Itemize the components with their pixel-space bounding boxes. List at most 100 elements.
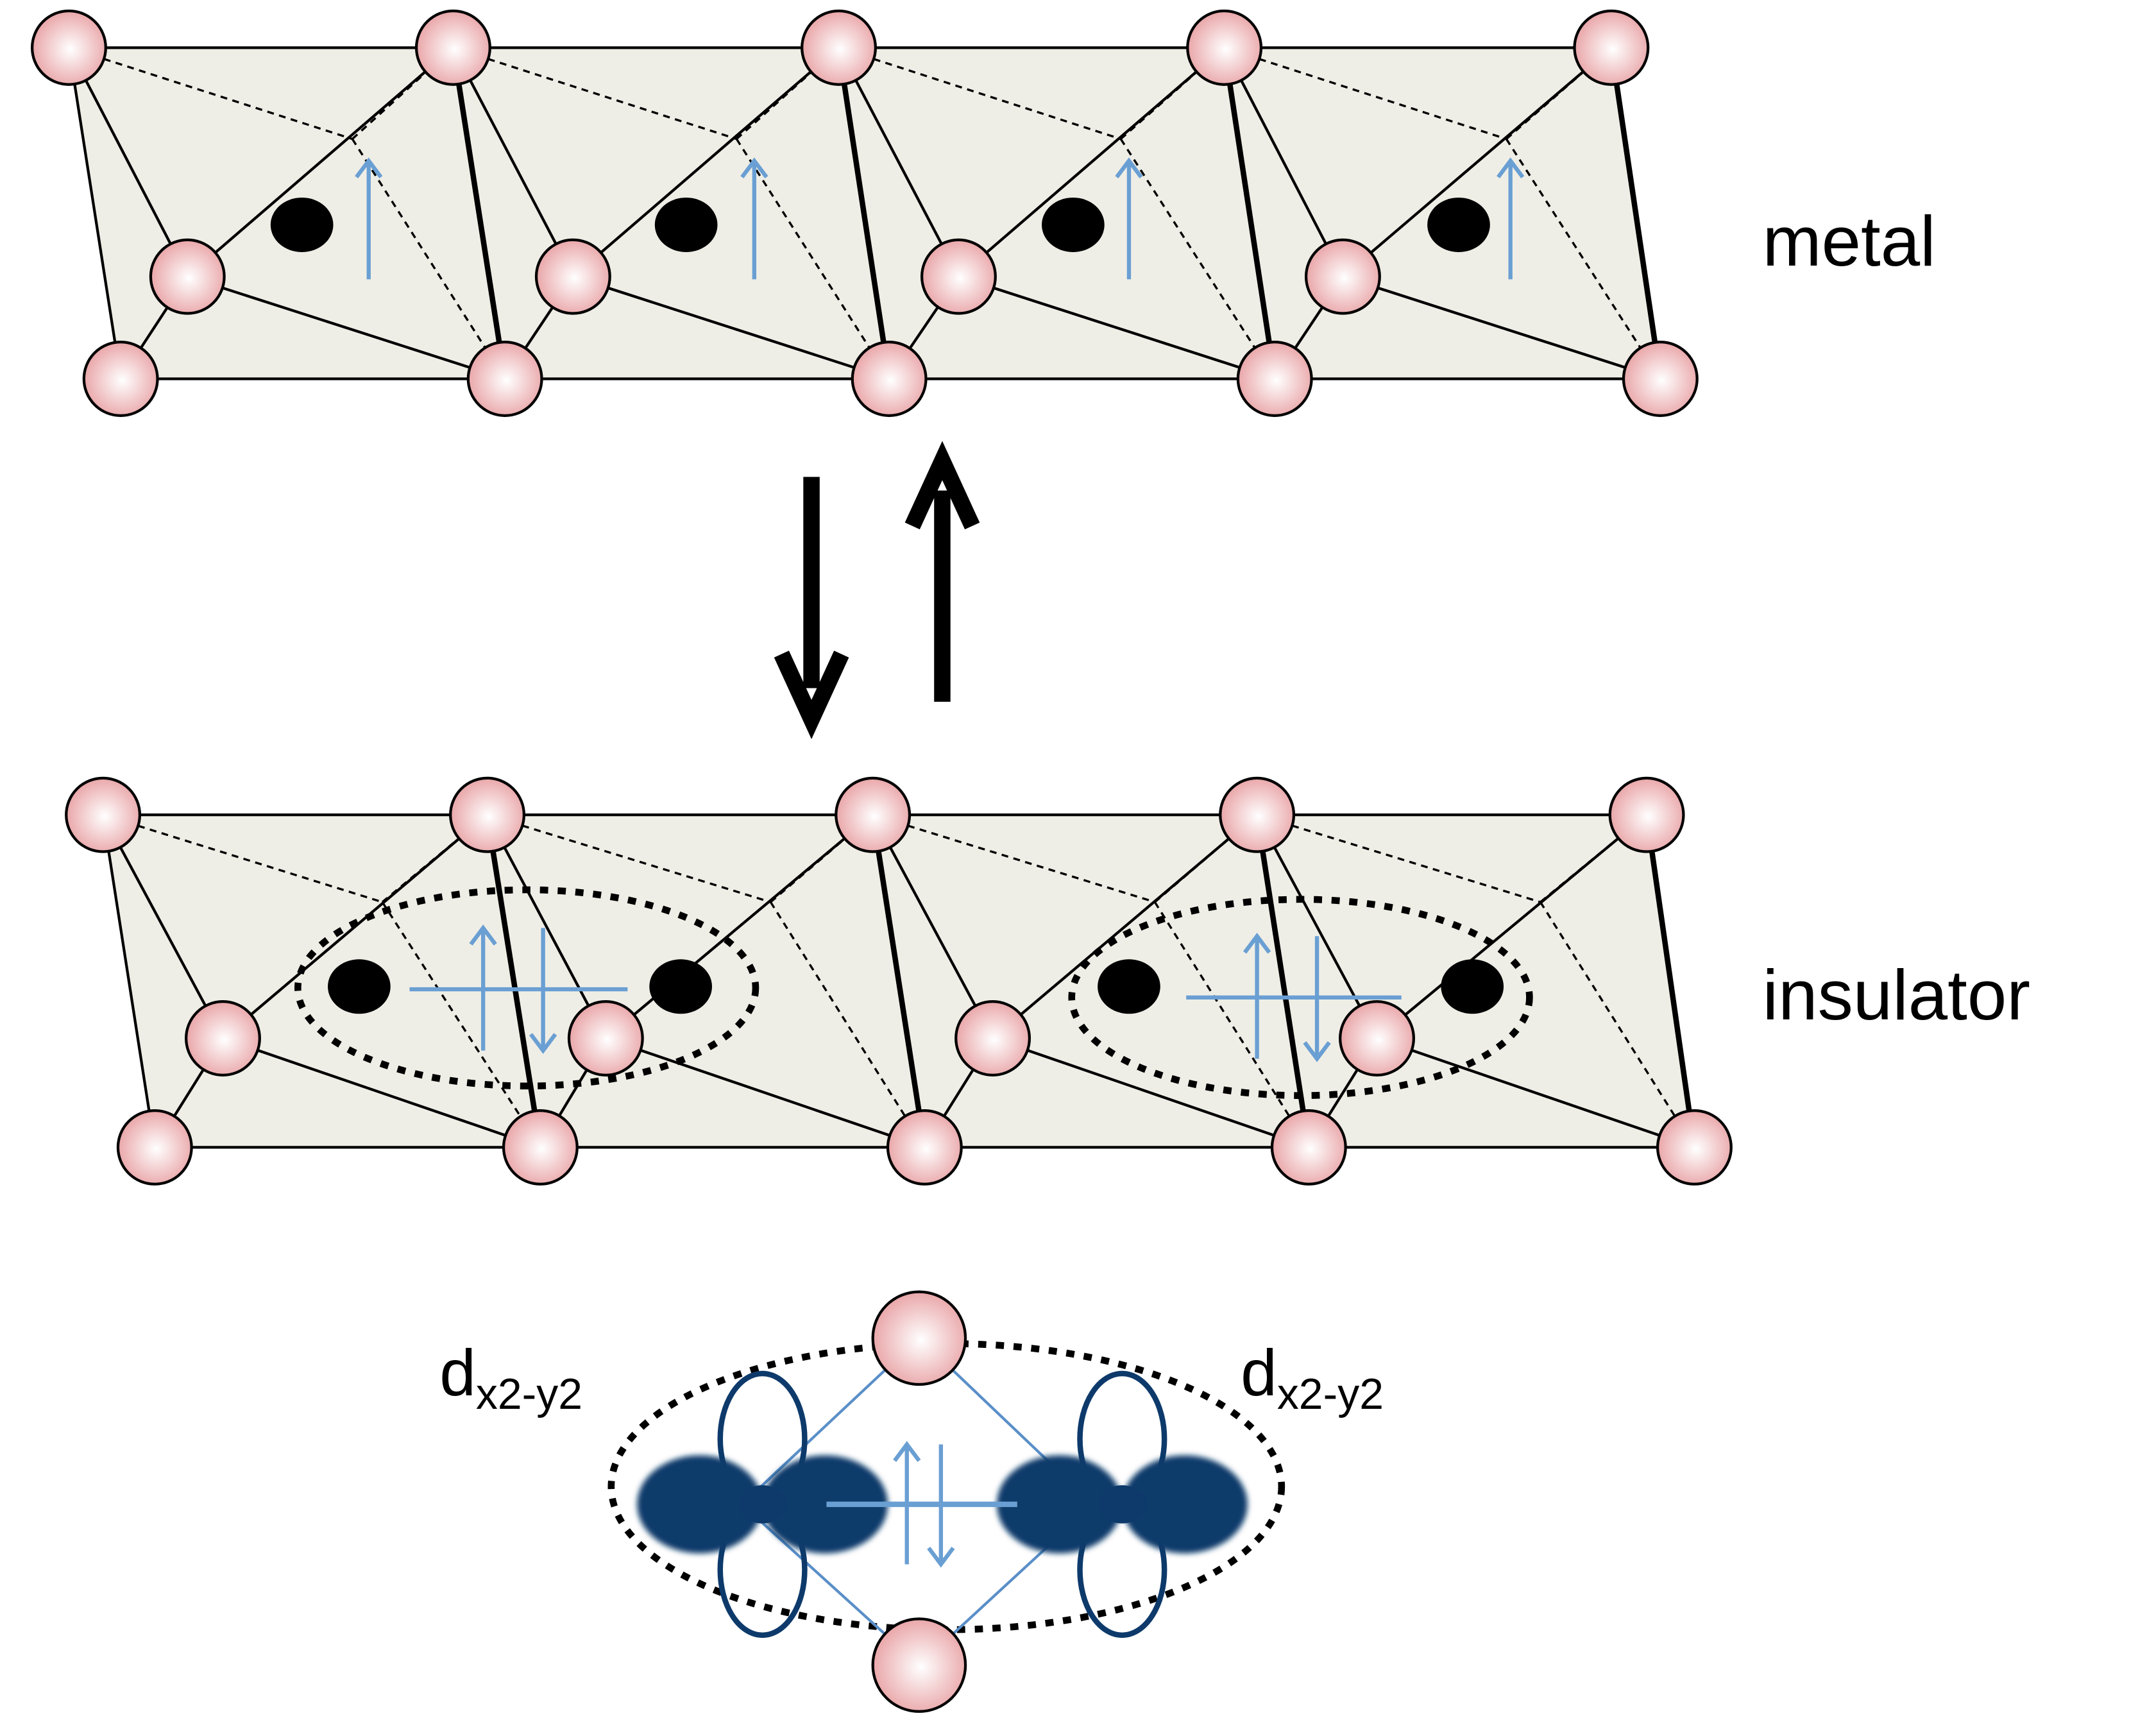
insulator-spin-pairs <box>409 924 1402 1062</box>
metal-spins <box>355 157 1525 280</box>
spin-up-arrow-icon <box>355 157 383 280</box>
orbital-spin-pair <box>893 1441 955 1568</box>
arrow-down-icon <box>774 477 849 740</box>
bond-line <box>101 814 225 1039</box>
orbital-label-right-main: d <box>1241 1336 1277 1409</box>
bond-line <box>1223 47 1345 278</box>
vanadium-ion-icon <box>270 197 334 252</box>
spin-up-arrow-icon <box>469 924 497 1051</box>
vanadium-ion-icon <box>328 959 391 1014</box>
metal-chain <box>30 9 1699 417</box>
hidden-bond-dashed-line <box>351 138 506 380</box>
orbital-lobe-filled <box>637 1455 763 1554</box>
oxygen-sphere-icon <box>185 1000 261 1076</box>
hidden-bond-dashed-line <box>838 46 1121 140</box>
hidden-bond-dashed-line <box>1224 46 1507 140</box>
singlet-spin-pair <box>409 924 628 1054</box>
oxygen-sphere-icon <box>835 776 912 853</box>
spin-up-arrow-icon <box>893 1441 921 1565</box>
spin-arrow-head <box>1497 157 1525 179</box>
bond-line <box>871 814 994 1039</box>
insulator-oxygens <box>65 776 1733 1186</box>
spin-up-arrow-icon <box>1497 157 1525 280</box>
hidden-bond-dashed-line <box>872 813 1155 903</box>
spin-down-arrow-icon <box>529 928 557 1054</box>
oxygen-sphere-icon <box>82 341 159 417</box>
hidden-bond-dashed-line <box>1505 138 1661 380</box>
spin-arrow-head <box>740 157 768 179</box>
edge-bond-line <box>870 814 928 1148</box>
vanadium-ion-icon <box>1098 959 1160 1014</box>
metal-label: metal <box>1763 202 1936 281</box>
orbital-label-left: dx2-y2 <box>439 1336 582 1418</box>
orbital-core <box>1098 1485 1147 1524</box>
oxygen-sphere-icon <box>954 1000 1031 1076</box>
vanadium-ion-icon <box>1042 197 1105 252</box>
hidden-bond-dashed-line <box>487 813 771 903</box>
spin-arrow-head <box>893 1441 921 1462</box>
oxygen-sphere-icon <box>886 1109 963 1186</box>
oxygen-sphere-icon <box>149 238 226 315</box>
oxygen-sphere-icon <box>65 776 142 853</box>
bond-line <box>452 47 575 278</box>
oxygen-sphere-icon <box>1304 238 1381 315</box>
bond-line <box>1255 814 1379 1039</box>
oxygen-sphere-icon <box>30 9 107 86</box>
edge-bond-line <box>1254 814 1312 1148</box>
edge-bond-line <box>484 814 543 1148</box>
vanadium-ion-icon <box>649 959 713 1014</box>
dx2-y2-orbital-left-icon <box>637 1370 888 1638</box>
vanadium-ion-icon <box>1441 959 1504 1014</box>
spin-arrow-head <box>927 1546 955 1568</box>
orbital-lobe-filled <box>1122 1455 1248 1554</box>
metal-ions <box>270 197 1490 252</box>
orbital-bridging-oxygens <box>871 1290 967 1713</box>
spin-arrow-head <box>469 924 497 946</box>
insulator-chain <box>65 776 1733 1186</box>
bond-line <box>222 1037 541 1149</box>
spin-up-arrow-icon <box>1115 157 1143 280</box>
insulator-ions <box>328 959 1504 1014</box>
bond-line <box>187 275 505 380</box>
slab-right-edge-line <box>1645 814 1696 1148</box>
oxygen-sphere-icon <box>851 341 928 417</box>
vanadium-ion-icon <box>654 197 718 252</box>
hidden-bond-dashed-line <box>1257 813 1541 903</box>
spin-arrow-head <box>1243 932 1271 954</box>
bond-line <box>1376 1037 1695 1149</box>
arrow-up-icon <box>904 441 980 702</box>
oxygen-sphere-icon <box>502 1109 579 1186</box>
hidden-bond-dashed-line <box>735 138 890 380</box>
singlet-spin-pair <box>1186 932 1402 1062</box>
edge-bond-line <box>1221 47 1278 380</box>
spin-arrow-head <box>355 157 383 179</box>
oxygen-sphere-icon <box>1219 776 1296 853</box>
oxygen-sphere-icon <box>534 238 611 315</box>
spin-arrow-head <box>1303 1041 1331 1062</box>
oxygen-sphere-icon <box>466 341 543 417</box>
slab-right-edge-line <box>1609 47 1662 379</box>
bond-line <box>958 275 1275 380</box>
oxygen-sphere-icon <box>414 9 491 86</box>
spin-down-arrow-icon <box>927 1444 955 1568</box>
edge-bond-line <box>450 47 508 380</box>
oxygen-sphere-icon <box>1186 9 1263 86</box>
spin-arrow-head <box>1115 157 1143 179</box>
oxygen-sphere-icon <box>1656 1109 1733 1186</box>
orbital-label-left-main: d <box>439 1336 476 1409</box>
oxygen-sphere-icon <box>1573 9 1650 86</box>
bond-line <box>486 814 607 1039</box>
oxygen-sphere-icon <box>871 1617 967 1713</box>
dimer-ellipse <box>294 886 759 1090</box>
bond-line <box>992 1037 1310 1149</box>
hidden-bond-dashed-line <box>1119 138 1276 380</box>
transition-arrows <box>774 441 980 740</box>
oxygen-sphere-icon <box>1622 341 1699 417</box>
orbital-core <box>738 1485 787 1524</box>
spin-up-arrow-icon <box>1243 932 1271 1059</box>
vanadium-ion-icon <box>1427 197 1490 252</box>
spin-up-arrow-icon <box>740 157 768 280</box>
bond-line <box>605 1037 926 1149</box>
